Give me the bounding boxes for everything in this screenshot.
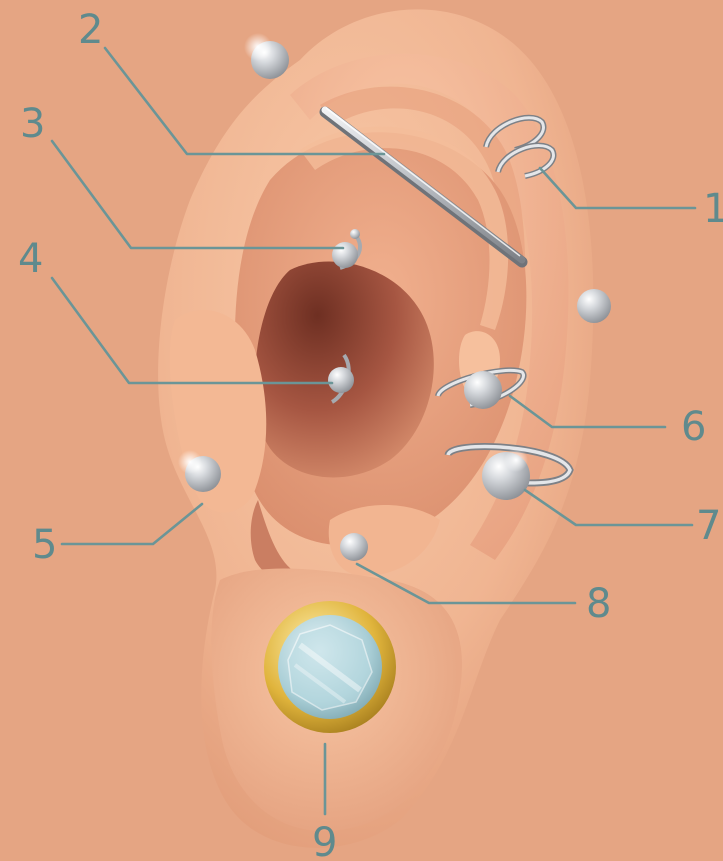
label-2: 2	[78, 7, 103, 53]
antitragus-stud	[340, 533, 368, 561]
label-1: 1	[703, 186, 723, 232]
label-5: 5	[32, 522, 57, 568]
label-3: 3	[20, 101, 45, 147]
upper-helix-stud	[244, 33, 289, 79]
leader-5	[62, 504, 202, 544]
label-8: 8	[586, 581, 611, 627]
lobe-plug	[264, 601, 396, 733]
label-6: 6	[681, 404, 706, 450]
outer-helix-stud	[577, 289, 611, 323]
label-9: 9	[312, 820, 337, 861]
label-4: 4	[18, 236, 43, 282]
label-7: 7	[696, 503, 721, 549]
ear-illustration	[158, 9, 593, 848]
